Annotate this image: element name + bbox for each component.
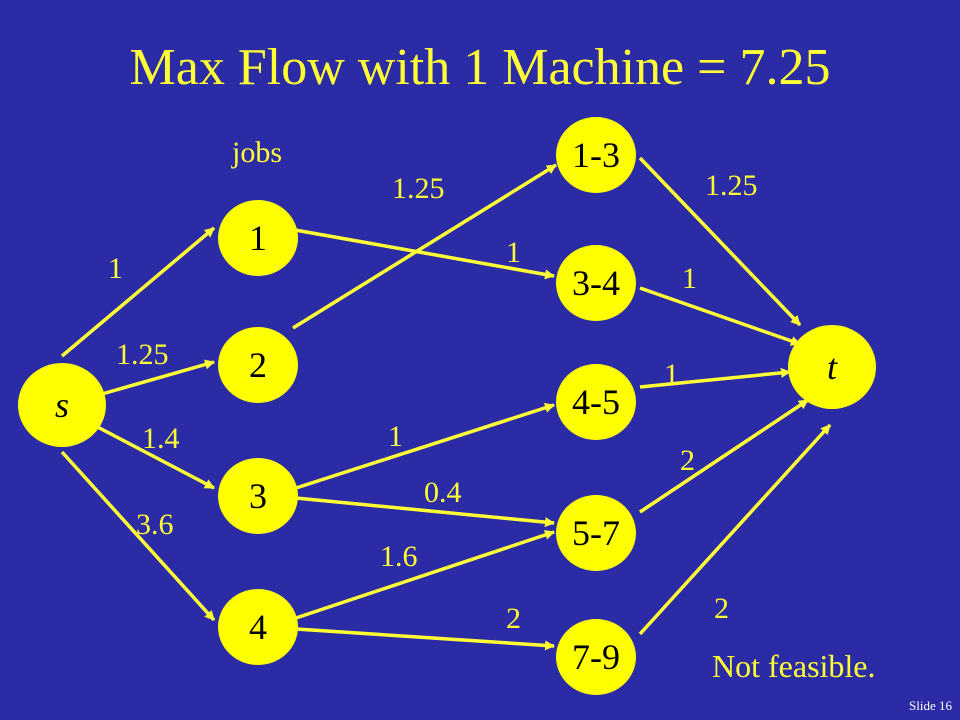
- edge-arrow-i45-t: [639, 367, 791, 389]
- node-j4: 4: [218, 589, 298, 665]
- edge-arrow-s-j3: [87, 420, 215, 490]
- node-label-t: t: [827, 347, 838, 387]
- edge-arrow-j4-i79: [295, 627, 555, 651]
- node-circle-j2: [218, 327, 298, 403]
- node-circle-s: [18, 363, 106, 447]
- node-circle-j3: [218, 458, 298, 534]
- edge-arrow-i13-t: [638, 156, 802, 327]
- node-circle-i57: [556, 495, 636, 571]
- edge-capacity-label-s-j4: 3.6: [136, 508, 174, 541]
- edge-arrow-j3-i45: [295, 402, 555, 490]
- edge-capacity-label-s-j1: 1: [108, 252, 123, 285]
- edge-capacity-label-j4-i57: 1.6: [380, 540, 418, 573]
- not-feasible-note: Not feasible.: [712, 648, 876, 684]
- edge-capacity-label-i79-t: 2: [714, 592, 729, 625]
- edge-arrow-s-j2: [87, 359, 215, 400]
- edge-arrow-i34-t: [639, 286, 801, 346]
- edge-arrow-s-j4: [60, 450, 216, 622]
- node-circle-j1: [218, 200, 298, 276]
- edge-capacity-label-j1-i34: 1: [506, 236, 521, 269]
- node-label-i57: 5-7: [572, 513, 620, 553]
- node-circle-t: [788, 325, 876, 409]
- edge-arrow-j3-i57: [295, 496, 555, 528]
- node-circle-j4: [218, 589, 298, 665]
- edge-arrow-j2-i13: [292, 163, 557, 330]
- node-circle-i79: [556, 619, 636, 695]
- node-j2: 2: [218, 327, 298, 403]
- node-label-j2: 2: [249, 345, 267, 385]
- jobs-label: jobs: [232, 136, 283, 169]
- node-i13: 1-3: [556, 117, 636, 193]
- edge-capacity-label-j3-i57: 0.4: [424, 476, 462, 509]
- edge-capacity-label-s-j2: 1.25: [116, 338, 169, 371]
- node-t: t: [788, 325, 876, 409]
- edge-arrow-i57-t: [639, 398, 809, 514]
- node-i57: 5-7: [556, 495, 636, 571]
- edge-arrow-j1-i34: [294, 228, 555, 280]
- edge-capacity-label-i57-t: 2: [680, 444, 695, 477]
- node-circle-i45: [556, 364, 636, 440]
- node-label-j1: 1: [249, 218, 267, 258]
- node-label-i34: 3-4: [572, 263, 620, 303]
- slide-title: Max Flow with 1 Machine = 7.25: [129, 39, 831, 96]
- node-circle-i34: [556, 245, 636, 321]
- edge-capacity-label-i45-t: 1: [664, 358, 679, 391]
- slide-number: Slide 16: [909, 698, 952, 713]
- node-i34: 3-4: [556, 245, 636, 321]
- node-label-i45: 4-5: [572, 382, 620, 422]
- node-label-j4: 4: [249, 607, 267, 647]
- edge-capacity-label-j3-i45: 1: [388, 420, 403, 453]
- edge-capacity-label-i34-t: 1: [682, 262, 697, 295]
- node-i45: 4-5: [556, 364, 636, 440]
- node-j3: 3: [218, 458, 298, 534]
- edge-capacity-label-i13-t: 1.25: [705, 169, 758, 202]
- node-label-i13: 1-3: [572, 135, 620, 175]
- node-label-s: s: [55, 385, 69, 425]
- edge-capacity-label-s-j3: 1.4: [142, 422, 180, 455]
- node-s: s: [18, 363, 106, 447]
- edge-arrow-i79-t: [638, 423, 832, 636]
- node-j1: 1: [218, 200, 298, 276]
- node-label-i79: 7-9: [572, 637, 620, 677]
- node-i79: 7-9: [556, 619, 636, 695]
- edge-capacity-label-j2-i13: 1.25: [392, 172, 445, 205]
- edge-arrow-j4-i57: [295, 530, 555, 620]
- node-label-j3: 3: [249, 476, 267, 516]
- edge-arrow-s-j1: [60, 226, 216, 358]
- node-circle-i13: [556, 117, 636, 193]
- edge-capacity-label-j4-i79: 2: [506, 602, 521, 635]
